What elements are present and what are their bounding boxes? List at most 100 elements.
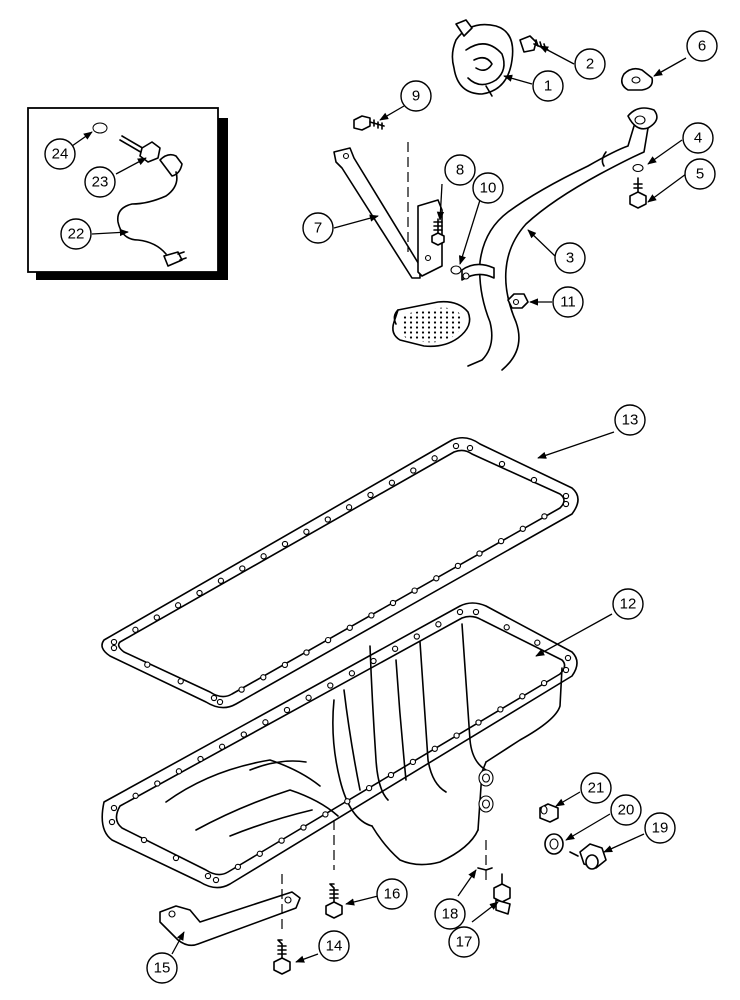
bolt-hole bbox=[303, 649, 310, 656]
callout-5-label: 5 bbox=[696, 166, 704, 183]
bolt-hole bbox=[218, 743, 226, 750]
callout-9-label: 9 bbox=[412, 88, 420, 105]
tube-support-bracket-part bbox=[333, 147, 443, 279]
gasket-bolt-holes bbox=[110, 442, 570, 706]
oil-pickup-tube-part bbox=[461, 107, 658, 371]
callout-14-label: 14 bbox=[326, 938, 343, 955]
callout-17-label: 17 bbox=[456, 934, 473, 951]
bolt-hole bbox=[132, 626, 139, 633]
bolt-hole bbox=[283, 706, 291, 714]
bolt-hole bbox=[497, 706, 504, 713]
bolt-hole bbox=[324, 516, 331, 523]
callout-15-label: 15 bbox=[154, 960, 171, 977]
callout-8: 8 bbox=[444, 154, 476, 186]
callout-1: 1 bbox=[532, 70, 564, 102]
bolt-hole bbox=[498, 460, 506, 468]
bolt-hole bbox=[174, 602, 182, 609]
heater-element-part bbox=[119, 135, 183, 177]
callout-20: 20 bbox=[610, 794, 642, 826]
bolt-hole bbox=[196, 589, 203, 597]
bolt-hole bbox=[278, 837, 285, 844]
bolt-hole bbox=[562, 500, 570, 508]
bolt-hole bbox=[140, 836, 148, 844]
callout-13-label: 13 bbox=[622, 412, 639, 429]
bolt-hole bbox=[456, 608, 464, 616]
bolt-hole bbox=[281, 661, 289, 669]
bolt-hole bbox=[564, 654, 572, 662]
bolt-hole bbox=[260, 674, 267, 681]
callout-1-label: 1 bbox=[544, 78, 552, 95]
bolt-hole bbox=[108, 818, 116, 826]
bolt-part-5 bbox=[629, 177, 647, 209]
bolt-hole bbox=[367, 491, 374, 499]
bolt-hole bbox=[240, 731, 247, 738]
bolt-hole bbox=[344, 798, 351, 805]
callout-2-label: 2 bbox=[586, 56, 594, 73]
bolt-hole bbox=[204, 872, 212, 880]
callout-3: 3 bbox=[554, 242, 586, 274]
bolt-hole bbox=[324, 636, 332, 644]
callout-5: 5 bbox=[684, 158, 716, 190]
pan-bolt-holes bbox=[108, 608, 572, 884]
bolt-hole bbox=[519, 525, 526, 532]
drain-plug-part-19 bbox=[569, 843, 607, 870]
bolt-hole bbox=[370, 657, 377, 665]
callout-7: 7 bbox=[302, 212, 334, 244]
bolt-hole bbox=[389, 599, 397, 607]
callout-17: 17 bbox=[448, 926, 480, 958]
bolt-hole bbox=[212, 876, 220, 884]
bolt-hole bbox=[475, 719, 482, 726]
bolt-hole bbox=[562, 666, 570, 674]
bolt-hole bbox=[305, 694, 312, 701]
gasket-part-18 bbox=[477, 867, 493, 871]
callout-24: 24 bbox=[44, 138, 76, 170]
callout-13: 13 bbox=[614, 404, 646, 436]
washer-part-4 bbox=[632, 163, 644, 173]
callout-4: 4 bbox=[682, 122, 714, 154]
callout-21-label: 21 bbox=[588, 780, 605, 797]
bolt-hole bbox=[503, 624, 510, 631]
callout-16-label: 16 bbox=[384, 886, 401, 903]
nut-part-11 bbox=[507, 293, 529, 309]
leader-lines bbox=[71, 45, 687, 963]
bolt-part-14 bbox=[273, 939, 291, 975]
bolt-hole bbox=[562, 492, 570, 500]
callout-19: 19 bbox=[644, 812, 676, 844]
bolt-hole bbox=[368, 612, 375, 619]
bolt-hole bbox=[197, 755, 204, 763]
bolt-hole bbox=[256, 850, 263, 857]
bolt-hole bbox=[452, 442, 460, 450]
bolt-hole bbox=[281, 540, 289, 548]
bolt-hole bbox=[262, 719, 269, 726]
callout-3-label: 3 bbox=[566, 250, 574, 267]
bolt-hole bbox=[303, 528, 310, 535]
bolt-hole bbox=[348, 670, 356, 677]
oil-pump-part bbox=[451, 19, 514, 97]
bolt-hole bbox=[435, 621, 442, 628]
bolt-hole bbox=[472, 608, 480, 616]
callout-18-label: 18 bbox=[442, 906, 459, 923]
bolt-hole bbox=[391, 645, 399, 652]
bolt-hole bbox=[177, 678, 184, 685]
callout-10-label: 10 bbox=[480, 180, 497, 197]
tube-gasket-part bbox=[620, 67, 654, 91]
callout-24-label: 24 bbox=[52, 146, 69, 163]
bolt-hole bbox=[110, 638, 118, 646]
bolt-part-16 bbox=[325, 883, 343, 919]
callout-6-label: 6 bbox=[698, 38, 706, 55]
bolt-hole bbox=[154, 780, 161, 787]
bolt-hole bbox=[387, 771, 395, 779]
heater-cord-part bbox=[116, 171, 178, 255]
bolt-hole bbox=[110, 804, 118, 812]
bolt-hole bbox=[144, 661, 151, 668]
callout-22: 22 bbox=[60, 218, 92, 250]
bolt-hole bbox=[540, 679, 548, 687]
callout-22-label: 22 bbox=[68, 226, 85, 243]
callout-9: 9 bbox=[400, 80, 432, 112]
bolt-hole bbox=[454, 562, 462, 570]
callout-16: 16 bbox=[376, 878, 408, 910]
bolt-hole bbox=[172, 854, 180, 862]
callout-21: 21 bbox=[580, 772, 612, 804]
bolt-hole bbox=[217, 577, 225, 584]
